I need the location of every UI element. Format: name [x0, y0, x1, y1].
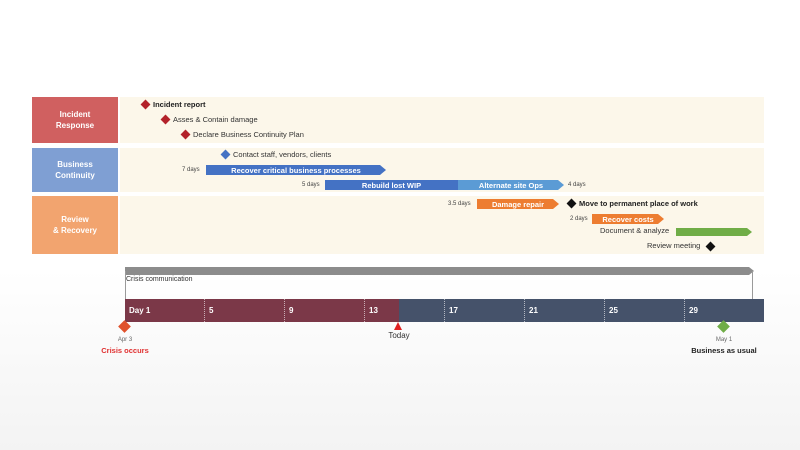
task-duration-recover-costs: 2 days — [570, 216, 588, 222]
milestone-asses-contain-label: Asses & Contain damage — [173, 115, 258, 124]
task-duration-damage-repair: 3.5 days — [448, 201, 471, 207]
lane-band-incident — [120, 97, 764, 143]
task-alternate-site[interactable]: Alternate site Ops — [458, 180, 564, 190]
timeline-tick: 13 — [364, 299, 378, 322]
task-document-analyze[interactable] — [676, 228, 752, 236]
lane-incident-response: Incident Response — [32, 97, 118, 143]
task-recover-costs[interactable]: Recover costs — [592, 214, 664, 224]
task-damage-repair[interactable]: Damage repair — [477, 199, 559, 209]
task-recover-critical[interactable]: Recover critical business processes — [206, 165, 386, 175]
business-as-usual-label: Business as usual — [691, 346, 757, 355]
task-document-analyze-label: Document & analyze — [600, 226, 670, 235]
timeline-tick: 9 — [284, 299, 293, 322]
timeline-tick: Day 1 — [129, 306, 151, 315]
business-as-usual-date: May 1 — [715, 337, 733, 343]
lane-business-continuity: Business Continuity — [32, 148, 118, 192]
milestone-move-permanent-label: Move to permanent place of work — [579, 199, 698, 208]
lane-review-recovery: Review & Recovery — [32, 196, 118, 254]
timeline-elapsed — [125, 299, 399, 322]
today-label: Today — [388, 331, 410, 340]
timeline-remaining — [399, 299, 764, 322]
timeline-tick: 5 — [204, 299, 213, 322]
milestone-incident-report-label: Incident report — [153, 100, 206, 109]
timeline-tick: 21 — [524, 299, 538, 322]
crisis-occurs-icon[interactable] — [118, 320, 131, 333]
today-marker-icon[interactable] — [394, 322, 402, 330]
crisis-communication-bracket — [125, 271, 753, 299]
task-rebuild-wip[interactable]: Rebuild lost WIP — [325, 180, 458, 190]
timeline-tick: 25 — [604, 299, 618, 322]
task-duration-recover-critical: 7 days — [182, 167, 200, 173]
task-duration-rebuild-wip: 5 days — [302, 182, 320, 188]
crisis-occurs-label: Crisis occurs — [101, 346, 149, 355]
timeline-tick: 29 — [684, 299, 698, 322]
business-as-usual-icon[interactable] — [717, 320, 730, 333]
crisis-communication-bar[interactable] — [125, 267, 754, 275]
crisis-occurs-date: Apr 3 — [117, 337, 133, 343]
task-duration-alternate-site: 4 days — [568, 182, 586, 188]
timeline-tick: 17 — [444, 299, 458, 322]
milestone-contact-staff-label: Contact staff, vendors, clients — [233, 150, 332, 159]
crisis-communication-label: Crisis communication — [126, 276, 193, 283]
milestone-declare-plan-label: Declare Business Continuity Plan — [193, 130, 304, 139]
lane-band-review — [120, 196, 764, 254]
milestone-review-meeting-label: Review meeting — [647, 241, 701, 250]
